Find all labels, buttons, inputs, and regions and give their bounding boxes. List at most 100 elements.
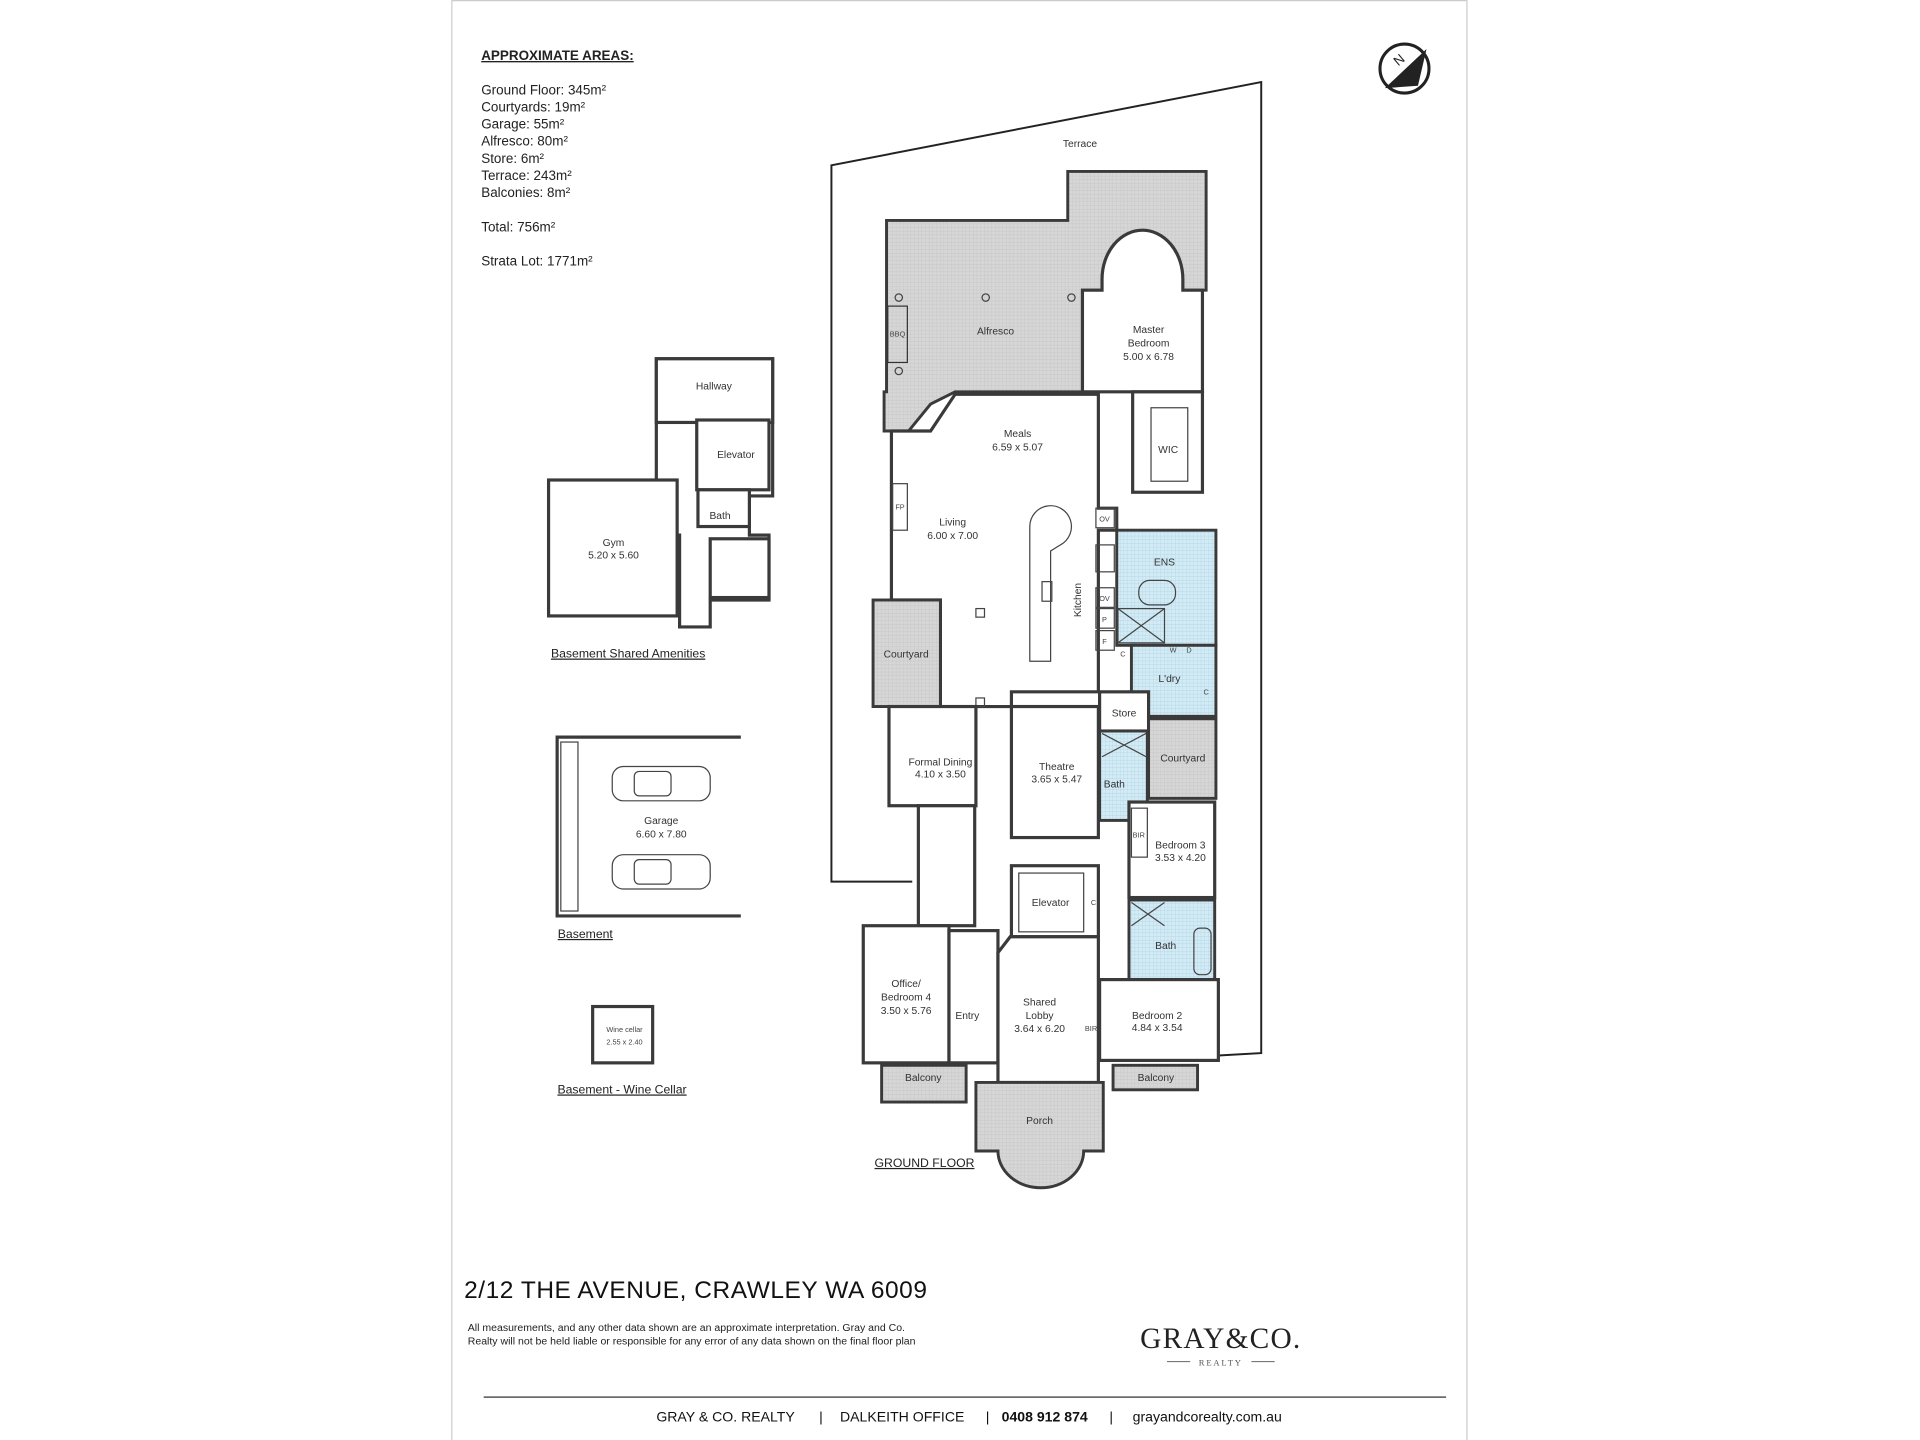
ensuite <box>1115 528 1218 647</box>
office-name: DALKEITH OFFICE <box>840 1409 964 1425</box>
bedroom-3-dims: 3.53 x 4.20 <box>1155 853 1206 864</box>
courtyard-label: Courtyard <box>884 650 929 661</box>
website-link[interactable]: grayandcorealty.com.au <box>1133 1409 1282 1425</box>
terrace-boundary <box>830 80 1263 1057</box>
wic-label: WIC <box>1158 445 1179 456</box>
balcony-label: Balcony <box>1138 1073 1175 1084</box>
garage-label: Garage <box>644 816 679 827</box>
hallway-label: Hallway <box>696 381 733 392</box>
bir-label: BIR <box>1085 1024 1097 1033</box>
courtyard-west <box>871 598 942 708</box>
kitchen-label: Kitchen <box>1073 583 1084 618</box>
store-label: Store <box>1112 708 1137 719</box>
entry <box>947 929 1000 1065</box>
area-item: Terrace: 243m² <box>481 168 572 183</box>
master-bedroom <box>1080 228 1205 394</box>
areas-title: APPROXIMATE AREAS: <box>481 48 633 63</box>
bath-2-label: Bath <box>1155 941 1176 952</box>
footer: 2/12 THE AVENUE, CRAWLEY WA 6009 All mea… <box>464 1277 1447 1425</box>
office-dims: 3.50 x 5.76 <box>881 1006 932 1017</box>
entry-label: Entry <box>955 1011 980 1022</box>
washer-label: W <box>1170 646 1177 655</box>
page-border <box>451 0 1468 1440</box>
wine-cellar-plan: Wine cellar 2.55 x 2.40 Basement - Wine … <box>557 1004 687 1096</box>
basement-store <box>708 537 771 600</box>
gym-dims: 5.20 x 5.60 <box>588 550 639 561</box>
wine-cellar <box>591 1004 655 1065</box>
lobby-label: Lobby <box>1026 1011 1055 1022</box>
courtyard-label: Courtyard <box>1160 754 1205 765</box>
meals-dims: 6.59 x 5.07 <box>992 443 1043 454</box>
bathroom-2 <box>1127 898 1217 982</box>
living-label: Living <box>939 517 966 528</box>
theatre-label: Theatre <box>1039 762 1075 773</box>
bedroom-2-dims: 4.84 x 3.54 <box>1132 1023 1183 1034</box>
bir-label: BIR <box>1133 831 1145 840</box>
fireplace-label: FP <box>895 502 904 511</box>
corridor-closet <box>916 804 977 928</box>
approximate-areas: APPROXIMATE AREAS: Ground Floor: 345m² C… <box>481 48 633 269</box>
area-item: Ground Floor: 345m² <box>481 82 606 97</box>
area-item: Alfresco: 80m² <box>481 134 568 149</box>
office-label: Bedroom 4 <box>881 992 932 1003</box>
basement-bath-label: Bath <box>709 511 730 522</box>
car-icon <box>611 765 711 802</box>
theatre-dims: 3.65 x 5.47 <box>1031 774 1082 785</box>
wine-cellar-caption: Basement - Wine Cellar <box>557 1082 686 1096</box>
oven-label: OV <box>1099 594 1110 603</box>
area-item: Courtyards: 19m² <box>481 99 585 114</box>
terrace-label: Terrace <box>1063 139 1098 150</box>
formal-dining-label: Formal Dining <box>908 757 972 768</box>
basement-caption: Basement <box>558 927 614 941</box>
kitchen-island <box>1029 505 1073 662</box>
contact-bar: GRAY & CO. REALTY | DALKEITH OFFICE | 04… <box>656 1409 1282 1425</box>
area-item: Garage: 55m² <box>481 117 565 132</box>
courtyard-east <box>1147 717 1218 800</box>
north-compass-icon: N <box>1378 42 1431 95</box>
bedroom-2-label: Bedroom 2 <box>1132 1011 1183 1022</box>
bedroom-2 <box>1098 978 1220 1062</box>
basement-bath <box>696 488 751 529</box>
living-dims: 6.00 x 7.00 <box>927 531 978 542</box>
master-bedroom-label: Master <box>1133 325 1165 336</box>
disclaimer-line: All measurements, and any other data sho… <box>468 1322 905 1334</box>
shared-lobby <box>996 935 1100 1085</box>
phone-number[interactable]: 0408 912 874 <box>1002 1409 1088 1425</box>
basement-amenities-caption: Basement Shared Amenities <box>551 647 705 661</box>
agency-name: GRAY & CO. REALTY <box>656 1409 795 1425</box>
porch <box>974 1080 1105 1190</box>
strata-lot: Strata Lot: 1771m² <box>481 254 593 269</box>
area-item: Store: 6m² <box>481 151 544 166</box>
ground-floor-caption: GROUND FLOOR <box>875 1156 975 1170</box>
walk-in-closet <box>1131 390 1205 494</box>
alfresco-label: Alfresco <box>977 326 1014 337</box>
basement-garage-plan: Garage 6.60 x 7.80 Basement <box>555 735 741 941</box>
theatre <box>1009 704 1100 840</box>
bedroom-3-label: Bedroom 3 <box>1155 841 1206 852</box>
fridge-label: F <box>1102 637 1107 646</box>
area-total: Total: 756m² <box>481 219 556 234</box>
basement-elevator-label: Elevator <box>717 450 755 461</box>
bbq-label: BBQ <box>890 330 906 339</box>
lobby-label: Shared <box>1023 997 1056 1008</box>
ground-floor-plan: Terrace Alfresco BBQ Master Bedroom 5.00… <box>830 80 1263 1190</box>
porch-label: Porch <box>1026 1116 1053 1127</box>
separator: | <box>1109 1409 1113 1425</box>
balcony-west <box>880 1063 968 1104</box>
meals-label: Meals <box>1004 429 1031 440</box>
bath-label: Bath <box>1104 779 1125 790</box>
dryer-label: D <box>1186 646 1191 655</box>
pantry-label: P <box>1102 615 1107 624</box>
wine-cellar-label: Wine cellar <box>606 1025 643 1034</box>
property-address: 2/12 THE AVENUE, CRAWLEY WA 6009 <box>464 1277 927 1304</box>
bbq <box>887 305 908 364</box>
gym <box>546 478 679 618</box>
garage <box>555 735 741 918</box>
oven-label: OV <box>1099 515 1110 524</box>
office-label: Office/ <box>891 979 921 990</box>
formal-dining <box>887 704 978 808</box>
laundry-label: L'dry <box>1158 674 1181 685</box>
basement-amenities-plan: Hallway Elevator Bath Gym 5.20 x 5.60 Ba… <box>546 357 775 661</box>
separator: | <box>986 1409 990 1425</box>
formal-dining-dims: 4.10 x 3.50 <box>915 770 966 781</box>
